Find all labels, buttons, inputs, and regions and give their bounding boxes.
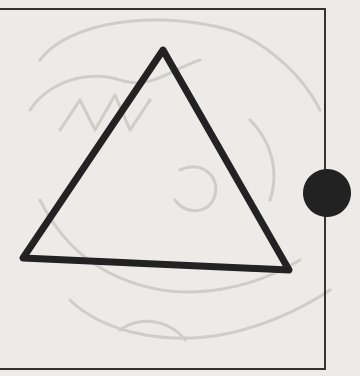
dot-icon	[303, 169, 351, 217]
triangle-icon	[23, 50, 289, 270]
